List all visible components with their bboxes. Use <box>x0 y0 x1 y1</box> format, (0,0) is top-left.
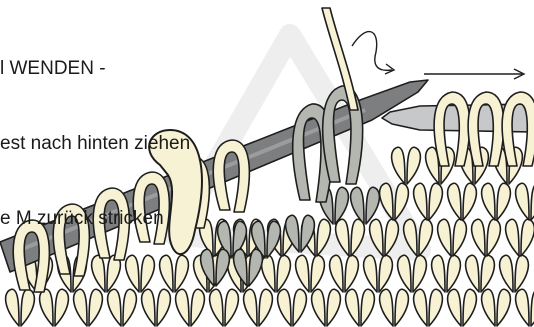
fabric-stitch-r3-3 <box>482 183 511 220</box>
fabric-stitch-r1-13 <box>466 255 495 292</box>
fabric-stitch-r0-12 <box>414 289 443 326</box>
fabric-stitch-r0-13 <box>448 289 477 326</box>
fabric-stitch-r0-0 <box>6 289 35 326</box>
fabric-stitch-r1-14 <box>500 255 529 292</box>
fabric-stitch-r1-9 <box>330 255 359 292</box>
fabric-stitch-r1-12 <box>432 255 461 292</box>
fabric-stitch-r2-9 <box>506 219 534 256</box>
caption-line-3: e M zurück stricken <box>0 206 300 231</box>
right-needle <box>382 92 534 166</box>
caption-line-2: est nach hinten ziehen <box>0 131 300 156</box>
fabric-stitch-r0-5 <box>176 289 205 326</box>
fabric-stitch-r0-8 <box>278 289 307 326</box>
fabric-stitch-r3-2 <box>448 183 477 220</box>
fabric-stitch-r0-2 <box>74 289 103 326</box>
caption-line-1: l WENDEN - <box>0 56 300 81</box>
fabric-stitch-r0-15 <box>516 289 534 326</box>
arrows <box>352 32 524 79</box>
fabric-stitch-r2-7 <box>438 219 467 256</box>
fabric-stitch-r3-1 <box>414 183 443 220</box>
fabric-stitch-r1-11 <box>398 255 427 292</box>
fabric-stitch-r0-14 <box>482 289 511 326</box>
curved-arrow-head <box>385 64 394 74</box>
fabric-stitch-r0-4 <box>142 289 171 326</box>
gray-stitch-4 <box>351 187 380 224</box>
fabric-stitch-r1-10 <box>364 255 393 292</box>
fabric-stitch-r4-0 <box>392 147 421 184</box>
fabric-stitch-r0-1 <box>40 289 69 326</box>
fabric-stitch-r2-8 <box>472 219 501 256</box>
fabric-stitch-r0-6 <box>210 289 239 326</box>
instruction-caption: l WENDEN - est nach hinten ziehen e M zu… <box>0 6 300 281</box>
fabric-stitch-r3-4 <box>516 183 534 220</box>
fabric-stitch-r0-3 <box>108 289 137 326</box>
fabric-stitch-r0-10 <box>346 289 375 326</box>
fabric-stitch-r0-11 <box>380 289 409 326</box>
fabric-stitch-r0-9 <box>312 289 341 326</box>
fabric-stitch-r0-7 <box>244 289 273 326</box>
